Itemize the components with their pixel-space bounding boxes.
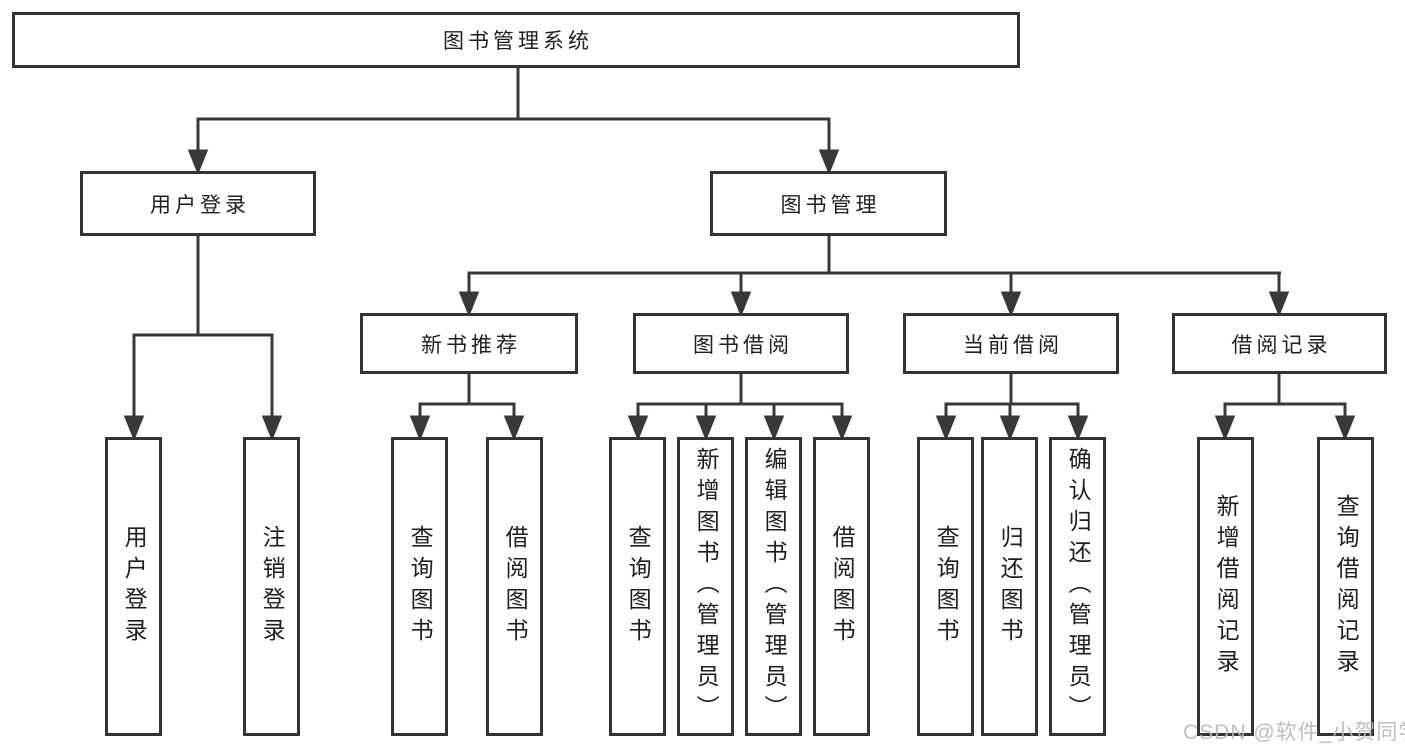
leaf-query-books-borrowing: 查询图书 (609, 437, 666, 736)
node-current-borrowing: 当前借阅 (903, 313, 1119, 374)
leaf-edit-books-admin: 编辑图书（管理员） (745, 437, 802, 736)
node-current-borrowing-label: 当前借阅 (963, 333, 1063, 357)
node-root-label: 图书管理系统 (443, 30, 593, 53)
leaf-query-books-borrowing-label: 查询图书 (625, 524, 652, 649)
leaf-edit-books-admin-label: 编辑图书（管理员） (761, 447, 788, 726)
leaf-user-login-label: 用户登录 (121, 524, 148, 649)
leaf-query-books-recommend: 查询图书 (391, 437, 448, 736)
node-user-login-label: 用户登录 (150, 193, 250, 217)
leaf-query-borrow-record-label: 查询借阅记录 (1333, 493, 1360, 680)
leaf-borrow-books-recommend-label: 借阅图书 (502, 524, 529, 649)
leaf-query-books-recommend-label: 查询图书 (407, 524, 434, 649)
leaf-add-borrow-record-label: 新增借阅记录 (1213, 493, 1240, 680)
leaf-query-books-current-label: 查询图书 (933, 524, 960, 649)
leaf-return-books-label: 归还图书 (997, 524, 1024, 649)
leaf-query-borrow-record: 查询借阅记录 (1317, 437, 1374, 736)
leaf-user-login: 用户登录 (105, 437, 162, 736)
leaf-logout-label: 注销登录 (259, 524, 286, 649)
leaf-logout: 注销登录 (243, 437, 300, 736)
leaf-query-books-current: 查询图书 (917, 437, 974, 736)
node-user-login: 用户登录 (80, 171, 316, 236)
csdn-watermark: CSDN @软件_小贺同学 (1183, 721, 1405, 744)
leaf-add-books-admin-label: 新增图书（管理员） (693, 447, 720, 726)
leaf-confirm-return-admin-label: 确认归还（管理员） (1065, 447, 1092, 726)
node-borrowing-records-label: 借阅记录 (1231, 333, 1332, 357)
leaf-add-books-admin: 新增图书（管理员） (677, 437, 734, 736)
node-book-borrowing: 图书借阅 (633, 313, 849, 374)
leaf-borrow-books-recommend: 借阅图书 (486, 437, 543, 736)
leaf-return-books: 归还图书 (981, 437, 1038, 736)
node-book-borrowing-label: 图书借阅 (693, 333, 793, 357)
node-book-management-label: 图书管理 (780, 193, 881, 217)
leaf-confirm-return-admin: 确认归还（管理员） (1049, 437, 1106, 736)
leaf-add-borrow-record: 新增借阅记录 (1197, 437, 1254, 736)
node-root: 图书管理系统 (12, 12, 1020, 68)
leaf-borrow-books-borrowing: 借阅图书 (813, 437, 870, 736)
node-borrowing-records: 借阅记录 (1172, 313, 1387, 374)
node-new-book-recommendation-label: 新书推荐 (421, 333, 521, 357)
leaf-borrow-books-borrowing-label: 借阅图书 (829, 524, 856, 649)
node-new-book-recommendation: 新书推荐 (360, 313, 578, 374)
node-book-management: 图书管理 (710, 171, 947, 236)
